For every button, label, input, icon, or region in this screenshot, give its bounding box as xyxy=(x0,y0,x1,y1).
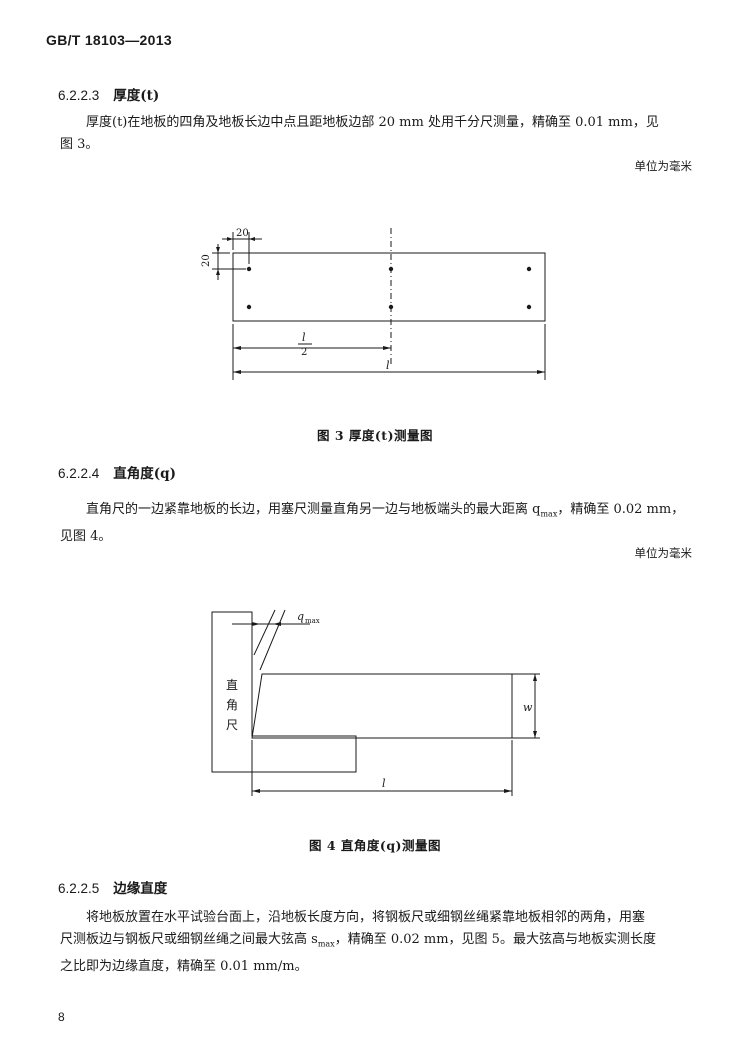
section-heading-squareness: 6.2.2.4 直角度(q) xyxy=(58,462,176,482)
measure-point xyxy=(526,266,532,272)
ruler-label-char: 直 xyxy=(226,678,238,692)
paragraph-thickness: 厚度(t)在地板的四角及地板长边中点且距地板边部 20 mm 处用千分尺测量，精… xyxy=(60,112,700,156)
dim-20-top: 20 xyxy=(236,228,249,239)
figure-3-caption: 图 3 厚度(t)测量图 xyxy=(316,428,433,443)
section-heading-edge-straightness: 6.2.2.5 边缘直度 xyxy=(58,877,167,897)
paragraph-squareness: 直角尺的一边紧靠地板的长边，用塞尺测量直角另一边与地板端头的最大距离 qmax，… xyxy=(60,499,700,548)
floorboard-outline xyxy=(251,673,513,739)
figure-4-caption: 图 4 直角度(q)测量图 xyxy=(309,838,441,853)
ruler-label-char: 角 xyxy=(226,698,238,712)
paragraph-line: 之比即为边缘直度，精确至 0.01 mm/m。 xyxy=(60,958,308,974)
paragraph-edge-straightness: 将地板放置在水平试验台面上，沿地板长度方向，将钢板尺或细钢丝绳紧靠地板相邻的两角… xyxy=(60,907,700,978)
q-max-sub: max xyxy=(305,617,320,625)
section-number: 6.2.2.3 xyxy=(58,88,100,103)
measure-point xyxy=(526,304,532,310)
figure-3-diagram: 20 20 l 2 l xyxy=(201,228,546,380)
paragraph-line: 尺测板边与钢板尺或细钢丝绳之间最大弦高 smax，精确至 0.02 mm，见图 … xyxy=(60,932,656,949)
unit-note: 单位为毫米 xyxy=(634,159,693,173)
page-number: 8 xyxy=(58,1010,65,1024)
dim-l-denominator: 2 xyxy=(301,347,307,358)
paragraph-line: 厚度(t)在地板的四角及地板长边中点且距地板边部 20 mm 处用千分尺测量，精… xyxy=(86,115,659,130)
dim-l-numerator: l xyxy=(302,331,306,344)
section-title: 直角度(q) xyxy=(113,466,177,482)
length-label: l xyxy=(382,777,386,790)
square-ruler xyxy=(211,611,357,773)
paragraph-line: 直角尺的一边紧靠地板的长边，用塞尺测量直角另一边与地板端头的最大距离 qmax，… xyxy=(86,502,685,519)
paragraph-line: 见图 4。 xyxy=(60,528,112,544)
paragraph-line: 图 3。 xyxy=(60,137,99,152)
section-number: 6.2.2.5 xyxy=(58,881,100,896)
measure-point xyxy=(246,266,252,272)
section-heading-thickness: 6.2.2.3 厚度(t) xyxy=(58,84,159,104)
unit-note: 单位为毫米 xyxy=(634,546,693,560)
dim-20-side: 20 xyxy=(201,254,212,267)
section-title: 厚度(t) xyxy=(113,88,160,104)
figure-4-diagram: q max 直 角 尺 w l xyxy=(211,609,540,796)
measure-point xyxy=(246,304,252,310)
section-number: 6.2.2.4 xyxy=(58,466,100,481)
q-max-label: q xyxy=(297,610,304,623)
dim-l-full: l xyxy=(386,359,390,372)
ruler-label-char: 尺 xyxy=(226,718,238,732)
floorboard-outline xyxy=(232,252,546,322)
paragraph-line: 将地板放置在水平试验台面上，沿地板长度方向，将钢板尺或细钢丝绳紧靠地板相邻的两角… xyxy=(86,910,646,925)
measure-point xyxy=(388,266,394,272)
standard-number: GB/T 18103—2013 xyxy=(46,32,172,48)
measure-point xyxy=(388,304,394,310)
section-title: 边缘直度 xyxy=(113,881,168,897)
width-label: w xyxy=(523,701,533,714)
